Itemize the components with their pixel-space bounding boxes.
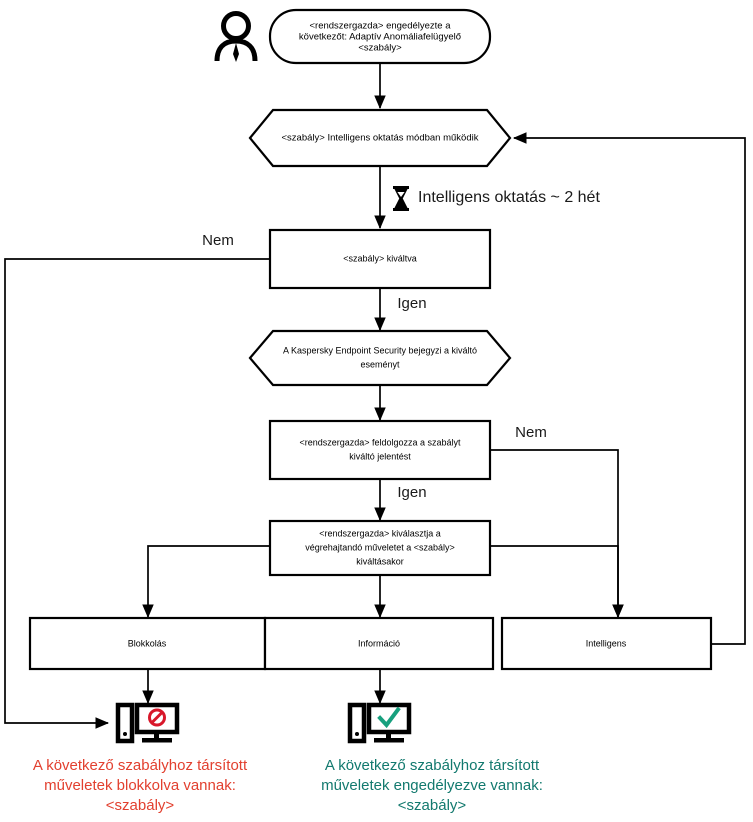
hourglass-icon: [393, 186, 409, 211]
node-action-smart-label: Intelligens: [586, 638, 627, 648]
computer-blocked-icon: [115, 702, 180, 744]
node-start-line-2: következőt: Adaptív Anomáliafelügyelő: [299, 32, 461, 43]
node-process-report-line-1: <rendszergazda> feldolgozza a szabályt: [299, 437, 461, 447]
node-logged-line-1: A Kaspersky Endpoint Security bejegyzi a…: [283, 345, 477, 355]
note-training-text: Intelligens oktatás ~ 2 hét: [418, 189, 600, 206]
node-action-info-label: Információ: [358, 638, 400, 648]
edge-label-triggered-no: Nem: [202, 232, 234, 249]
caption-allowed-line-3: <szabály>: [398, 797, 467, 814]
node-start-line-3: <szabály>: [358, 43, 402, 54]
node-action-block-label: Blokkolás: [128, 638, 167, 648]
node-action-block: [28, 616, 267, 671]
node-process-report-line-2: kiváltó jelentést: [349, 451, 411, 461]
node-logged: [248, 329, 512, 387]
node-smart-mode-label: <szabály> Intelligens oktatás módban műk…: [282, 133, 479, 144]
node-smart-mode: [248, 108, 512, 168]
node-triggered-label: <szabály> kiváltva: [343, 253, 417, 263]
caption-allowed-line-2: műveletek engedélyezve vannak:: [321, 777, 543, 794]
edge-smart-feedback-loop: [512, 132, 746, 645]
node-select-action-line-2: végrehajtandó műveletet a <szabály>: [305, 542, 455, 552]
edge-report-no: [490, 449, 624, 619]
edge-triggered-no-loop: [4, 258, 270, 729]
caption-blocked-line-2: műveletek blokkolva vannak:: [44, 777, 236, 794]
node-start: [268, 8, 492, 65]
node-action-smart: [500, 616, 713, 671]
node-select-action-line-1: <rendszergazda> kiválasztja a: [319, 528, 441, 538]
edge-label-report-yes: Igen: [397, 484, 426, 501]
node-process-report: [268, 419, 492, 481]
edge-action-to-smart: [490, 545, 624, 619]
node-action-info: [263, 616, 495, 671]
node-triggered: [268, 228, 492, 290]
node-select-action-line-3: kiváltásakor: [356, 556, 404, 566]
caption-blocked-line-3: <szabály>: [106, 797, 175, 814]
node-select-action: [268, 519, 492, 577]
caption-allowed-line-1: A következő szabályhoz társított: [325, 757, 540, 774]
computer-allowed-icon: [347, 702, 412, 744]
edge-label-triggered-yes: Igen: [397, 295, 426, 312]
person-icon: [214, 11, 258, 62]
node-logged-line-2: eseményt: [360, 359, 400, 369]
edge-action-to-block: [142, 545, 270, 619]
edge-label-report-no: Nem: [515, 424, 547, 441]
caption-blocked-line-1: A következő szabályhoz társított: [33, 757, 248, 774]
node-start-line-1: <rendszergazda> engedélyezte a: [309, 21, 451, 32]
